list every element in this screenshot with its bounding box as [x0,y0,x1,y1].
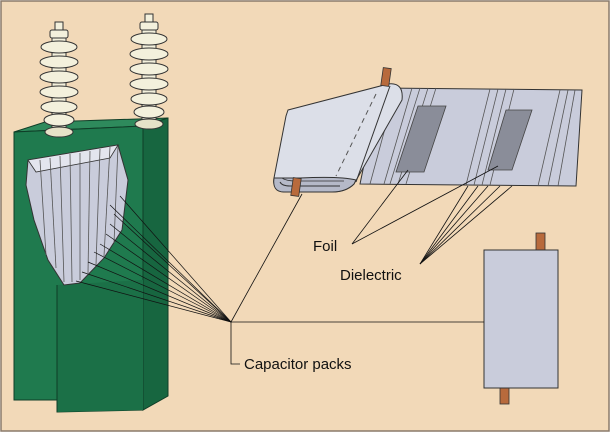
left-bushing [39,21,79,138]
roll-terminal-bottom [290,177,302,197]
label-leader-lines [230,165,513,365]
foil-patch-left [395,105,447,173]
foil-patch-right [487,109,533,171]
foil-label: Foil [313,238,338,255]
stack-leader-lines [75,195,232,323]
roll-terminal-top [380,67,392,87]
capacitor-packs-label: Capacitor packs [244,356,352,373]
internal-capacitor-stack [25,144,129,286]
right-bushing [129,13,169,130]
dielectric-label: Dielectric [340,267,402,284]
rolled-pack [273,67,583,197]
capacitor-pack [483,232,559,405]
